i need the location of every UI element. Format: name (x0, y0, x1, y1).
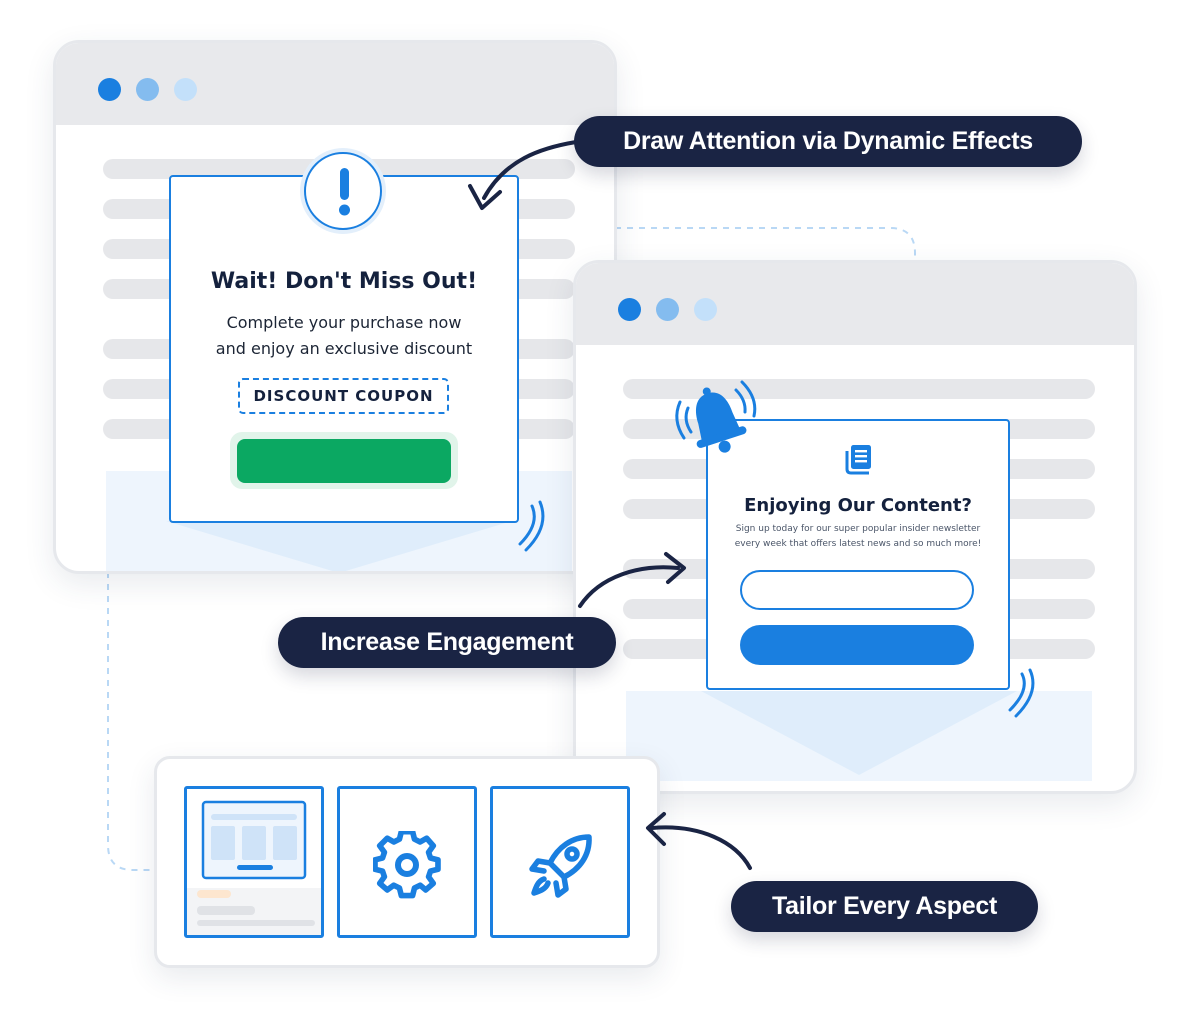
window-dot-minimize (656, 298, 679, 321)
settings-tile[interactable] (337, 786, 477, 938)
launch-tile[interactable] (490, 786, 630, 938)
layout-preview-lines (187, 888, 321, 935)
rocket-icon (526, 829, 598, 901)
popup-body-line: every week that offers latest news and s… (734, 539, 982, 549)
arrow-engagement (578, 552, 686, 608)
popup-title: Enjoying Our Content? (744, 495, 972, 516)
popup-shadow-triangle (166, 521, 512, 571)
popup-body-line: Sign up today for our super popular insi… (735, 524, 981, 534)
preview-line (197, 920, 315, 926)
preview-tag (197, 890, 231, 898)
callout-dynamic-effects: Draw Attention via Dynamic Effects (574, 116, 1082, 167)
bell-icon (675, 380, 757, 453)
vibration-waves (518, 500, 545, 552)
newsletter-popup: Enjoying Our Content? Sign up today for … (706, 419, 1010, 690)
vibration-waves (1008, 668, 1035, 718)
window-dot-maximize (174, 78, 197, 101)
arrow-tailor (646, 812, 752, 870)
exclamation-icon (304, 152, 382, 230)
popup-body-line: Complete your purchase now (226, 313, 462, 332)
popup-body-line: and enjoy an exclusive discount (215, 339, 473, 358)
popup-title: Wait! Don't Miss Out! (210, 269, 478, 294)
coupon-label: DISCOUNT COUPON (253, 387, 434, 405)
window-dot-close (98, 78, 121, 101)
window-dot-maximize (694, 298, 717, 321)
layout-template-tile[interactable] (184, 786, 324, 938)
email-field[interactable] (740, 570, 974, 610)
callout-tailor: Tailor Every Aspect (731, 881, 1038, 932)
preview-line (197, 906, 255, 915)
newspaper-icon (843, 443, 873, 475)
gear-icon (372, 828, 441, 899)
discount-coupon-code[interactable]: DISCOUNT COUPON (238, 378, 449, 414)
claim-discount-button[interactable] (237, 439, 451, 483)
popup-shadow-triangle (701, 691, 1017, 775)
subscribe-button[interactable] (740, 625, 974, 665)
window-dot-close (618, 298, 641, 321)
arrow-dynamic-effects (468, 140, 578, 210)
window-dot-minimize (136, 78, 159, 101)
callout-engagement: Increase Engagement (278, 617, 616, 668)
layout-icon (200, 799, 308, 881)
